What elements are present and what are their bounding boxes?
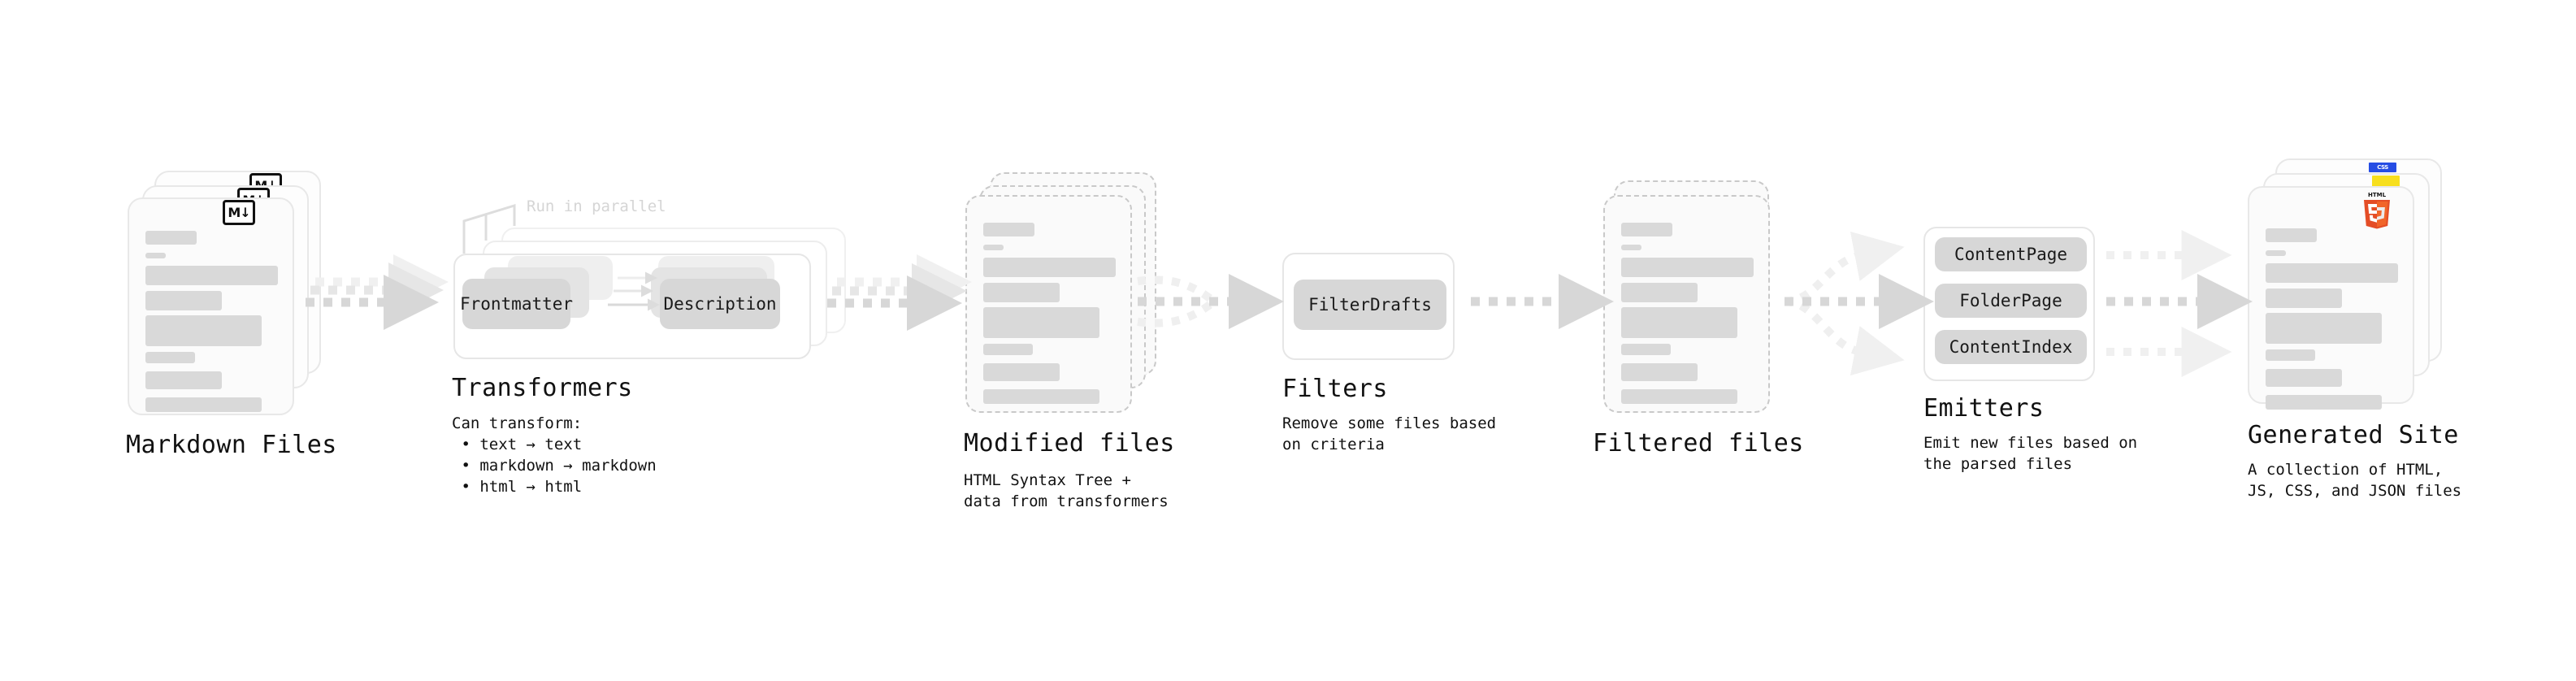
emitter-chip-contentpage[interactable]: ContentPage: [1935, 237, 2087, 271]
stage-title-markdown-files: Markdown Files: [126, 431, 337, 459]
stage-desc-modified-files: HTML Syntax Tree + data from transformer…: [964, 471, 1169, 510]
skeleton-subtitle: [1621, 245, 1641, 250]
svg-text:HTML: HTML: [2368, 192, 2387, 198]
skeleton-block: [145, 315, 262, 346]
emitter-chip-contentindex[interactable]: ContentIndex: [1935, 330, 2087, 364]
css3-badge: CSS: [2369, 163, 2396, 172]
skeleton-block: [2266, 288, 2342, 308]
stage-title-filters: Filters: [1282, 375, 1388, 403]
stage-title-filtered-files: Filtered files: [1593, 429, 1804, 458]
stage-desc-emitters: Emit new files based on the parsed files: [1923, 434, 2138, 473]
skeleton-title: [2266, 228, 2317, 242]
skeleton-block: [2266, 369, 2342, 387]
skeleton-block: [983, 307, 1099, 338]
stage-desc-transformers: Can transform: • text → text • markdown …: [452, 414, 657, 496]
transformer-chip-description[interactable]: Description: [660, 279, 780, 329]
stage-desc-generated-site: A collection of HTML, JS, CSS, and JSON …: [2248, 461, 2462, 500]
skeleton-block: [145, 352, 195, 363]
skeleton-block: [1621, 258, 1754, 277]
emitter-chip-folderpage[interactable]: FolderPage: [1935, 284, 2087, 318]
skeleton-block: [1621, 283, 1698, 302]
filtered-file-card-front[interactable]: [1603, 195, 1770, 413]
skeleton-subtitle: [145, 253, 166, 258]
connector-filtered-to-emitters: [1784, 231, 1935, 376]
skeleton-block: [145, 371, 222, 389]
stage-title-emitters: Emitters: [1923, 394, 2045, 423]
skeleton-block: [1621, 389, 1737, 404]
html5-badge: HTML: [2361, 191, 2393, 229]
skeleton-subtitle: [2266, 250, 2286, 256]
skeleton-block: [983, 258, 1116, 277]
modified-file-card-front[interactable]: [965, 195, 1132, 413]
stage-title-generated-site: Generated Site: [2248, 421, 2459, 449]
stage-title-transformers: Transformers: [452, 374, 633, 402]
skeleton-block: [145, 266, 278, 285]
skeleton-block: [145, 291, 222, 310]
markdown-file-card-front[interactable]: [128, 197, 294, 415]
skeleton-block: [1621, 344, 1671, 355]
markdown-badge-front: M↓: [223, 200, 255, 225]
stage-title-modified-files: Modified files: [964, 429, 1175, 458]
skeleton-block: [983, 389, 1099, 404]
stage-desc-filters: Remove some files based on criteria: [1282, 414, 1497, 453]
skeleton-subtitle: [983, 245, 1004, 250]
connector-emitters-to-site: [2106, 230, 2253, 377]
skeleton-block: [2266, 349, 2315, 361]
skeleton-block: [2266, 313, 2382, 344]
skeleton-block: [2266, 395, 2382, 410]
skeleton-title: [983, 223, 1034, 236]
skeleton-block: [1621, 307, 1737, 338]
skeleton-title: [145, 231, 197, 245]
skeleton-block: [983, 344, 1033, 355]
skeleton-block: [2266, 263, 2398, 283]
filter-chip-filterdrafts[interactable]: FilterDrafts: [1294, 280, 1446, 330]
skeleton-block: [1621, 363, 1698, 381]
skeleton-title: [1621, 223, 1672, 236]
skeleton-block: [983, 363, 1060, 381]
run-in-parallel-label: Run in parallel: [527, 197, 666, 215]
skeleton-block: [983, 283, 1060, 302]
skeleton-block: [145, 397, 262, 412]
transformer-chip-frontmatter[interactable]: Frontmatter: [460, 279, 573, 329]
